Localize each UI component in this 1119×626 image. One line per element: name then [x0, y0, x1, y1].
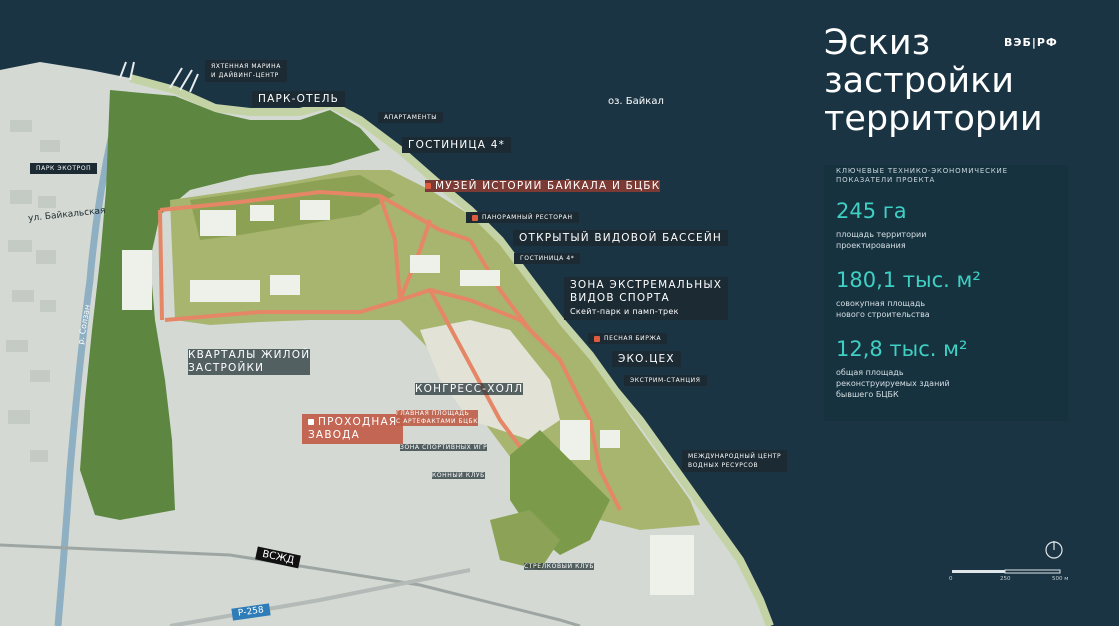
label-extreme-station: ЭКСТРИМ-СТАНЦИЯ: [624, 375, 707, 386]
pin-icon: [472, 214, 478, 221]
label-panorama-restaurant: ПАНОРАМНЫЙ РЕСТОРАН: [466, 212, 579, 223]
label-sand-beach: ПЕСНАЯ БИРЖА: [588, 333, 668, 344]
label-congress: КОНГРЕСС-ХОЛЛ: [415, 383, 524, 395]
label-eco-shop: ЭКО.ЦЕХ: [612, 351, 681, 367]
label-horse-club: КОННЫЙ КЛУБ: [432, 472, 485, 479]
label-park-hotel: ПАРК-ОТЕЛЬ: [252, 91, 346, 107]
scale-start: 0: [949, 576, 953, 582]
label-checkpoint: ПРОХОДНАЯ ЗАВОДА: [302, 414, 404, 444]
pin-icon: [425, 183, 431, 189]
label-ecotrail: ПАРК ЭКОТРОП: [30, 163, 98, 174]
page-title: Эскиз застройки территории: [824, 23, 1043, 139]
highway-line: [169, 568, 471, 626]
pin-icon: [594, 335, 600, 342]
forest-belt: [80, 90, 380, 520]
label-hotel4-main: ГОСТИНИЦА 4*: [402, 137, 512, 153]
project-buildings: [122, 200, 694, 595]
metric-reconstruction-value: 12,8 тыс. м²: [836, 337, 968, 361]
project-roads: [158, 189, 622, 511]
lake-label: оз. Байкал: [608, 96, 664, 107]
scale-end: 500 м: [1052, 576, 1069, 582]
label-hotel4-small: ГОСТИНИЦА 4*: [514, 253, 581, 264]
veb-logo: ВЭБ|РФ: [1004, 36, 1058, 49]
scale-mid: 250: [1000, 576, 1011, 582]
label-shooting-club: СТРЕЛКОВЫЙ КЛУБ: [524, 563, 595, 570]
marina-piers: [119, 61, 199, 93]
town-blocks: [6, 120, 60, 462]
scale-bar: [952, 569, 1061, 574]
label-apartments: АПАРТАМЕНТЫ: [378, 112, 444, 123]
industrial-zone: [420, 320, 560, 440]
label-museum: МУЗЕЙ ИСТОРИИ БАЙКАЛА И БЦБК: [425, 180, 661, 192]
pin-icon: [308, 419, 314, 425]
label-pool: ОТКРЫТЫЙ ВИДОВОЙ БАССЕЙН: [513, 230, 729, 246]
green-patch-north: [190, 175, 395, 240]
label-sport-games: ЗОНА СПОРТИВНЫХ ИГР: [400, 444, 488, 451]
railway-line: [0, 543, 581, 626]
metric-area-value: 245 га: [836, 199, 907, 223]
metric-construction-value: 180,1 тыс. м²: [836, 268, 981, 292]
southwest-green: [490, 510, 560, 570]
